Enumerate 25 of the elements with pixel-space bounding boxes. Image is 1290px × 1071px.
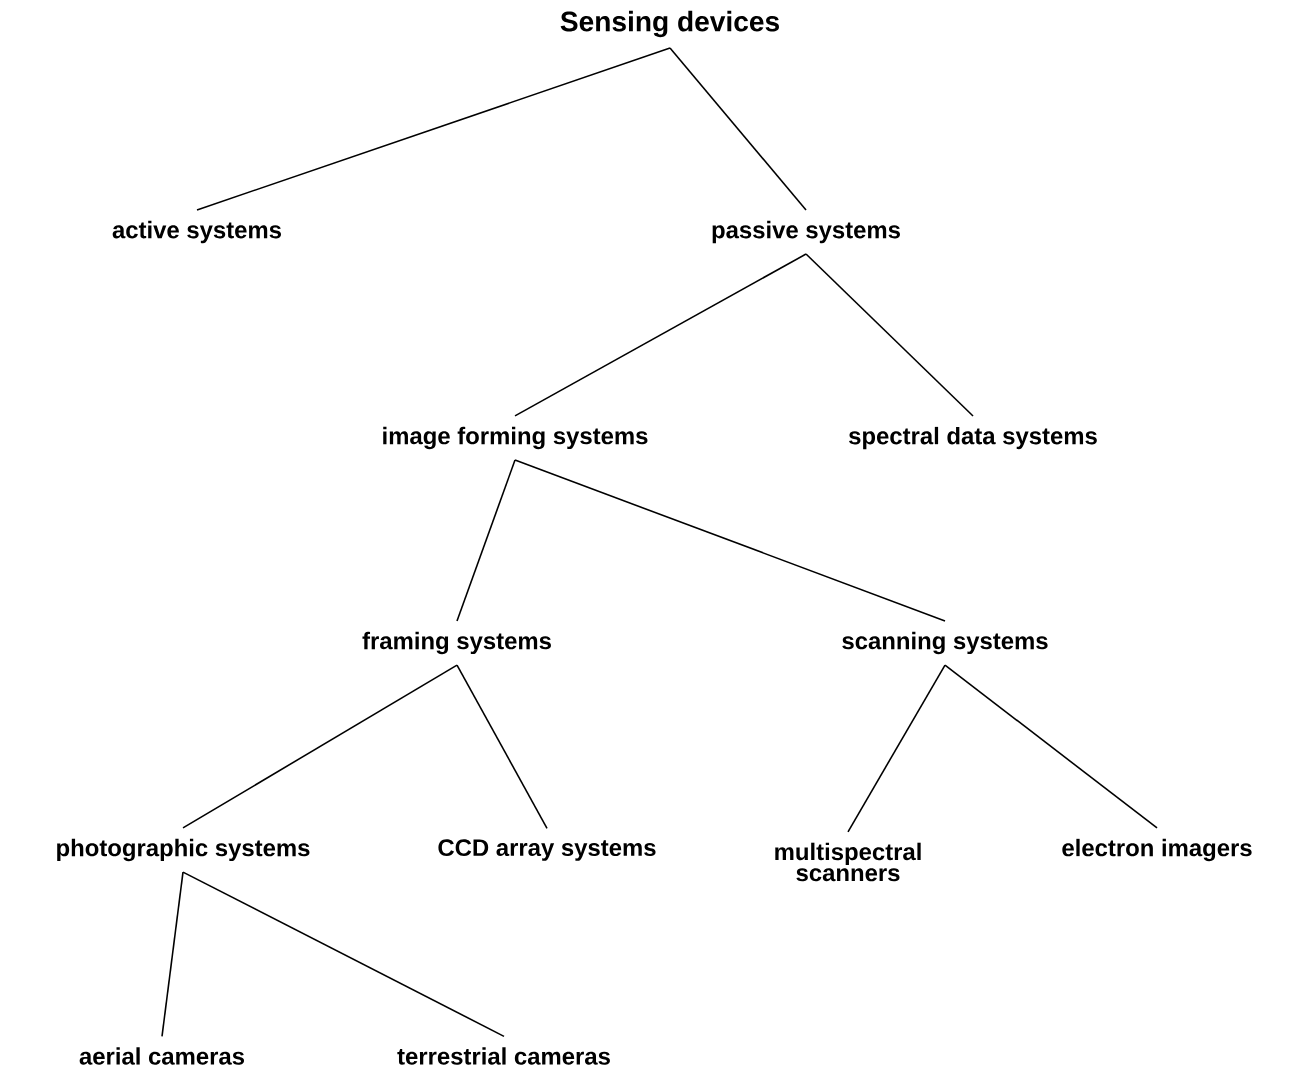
node-label: image forming systems [383,426,648,450]
tree-line [514,253,807,417]
node-label: spectral data systems [849,426,1097,450]
tree-line [182,664,458,829]
tree-line [196,47,671,211]
node-label: photographic systems [57,838,310,862]
node-label: electron imagers [1062,838,1252,862]
tree-line [944,664,1158,829]
tree-line [456,664,548,830]
tree-line [456,459,516,622]
node-label: framing systems [362,631,551,655]
tree-line [847,664,946,833]
node-label: passive systems [712,220,900,244]
tree-line [182,871,505,1038]
node-label: terrestrial cameras [397,1047,610,1065]
node-label: multispectral scanners [775,842,921,882]
tree-line [805,253,974,417]
node-label: Sensing devices [560,10,779,38]
tree-line [669,47,807,211]
node-label: aerial cameras [79,1047,244,1065]
tree-line [161,871,184,1038]
tree-line [514,459,946,622]
node-label: CCD array systems [438,839,656,861]
node-label: active systems [112,220,281,244]
node-label: scanning systems [842,631,1048,655]
